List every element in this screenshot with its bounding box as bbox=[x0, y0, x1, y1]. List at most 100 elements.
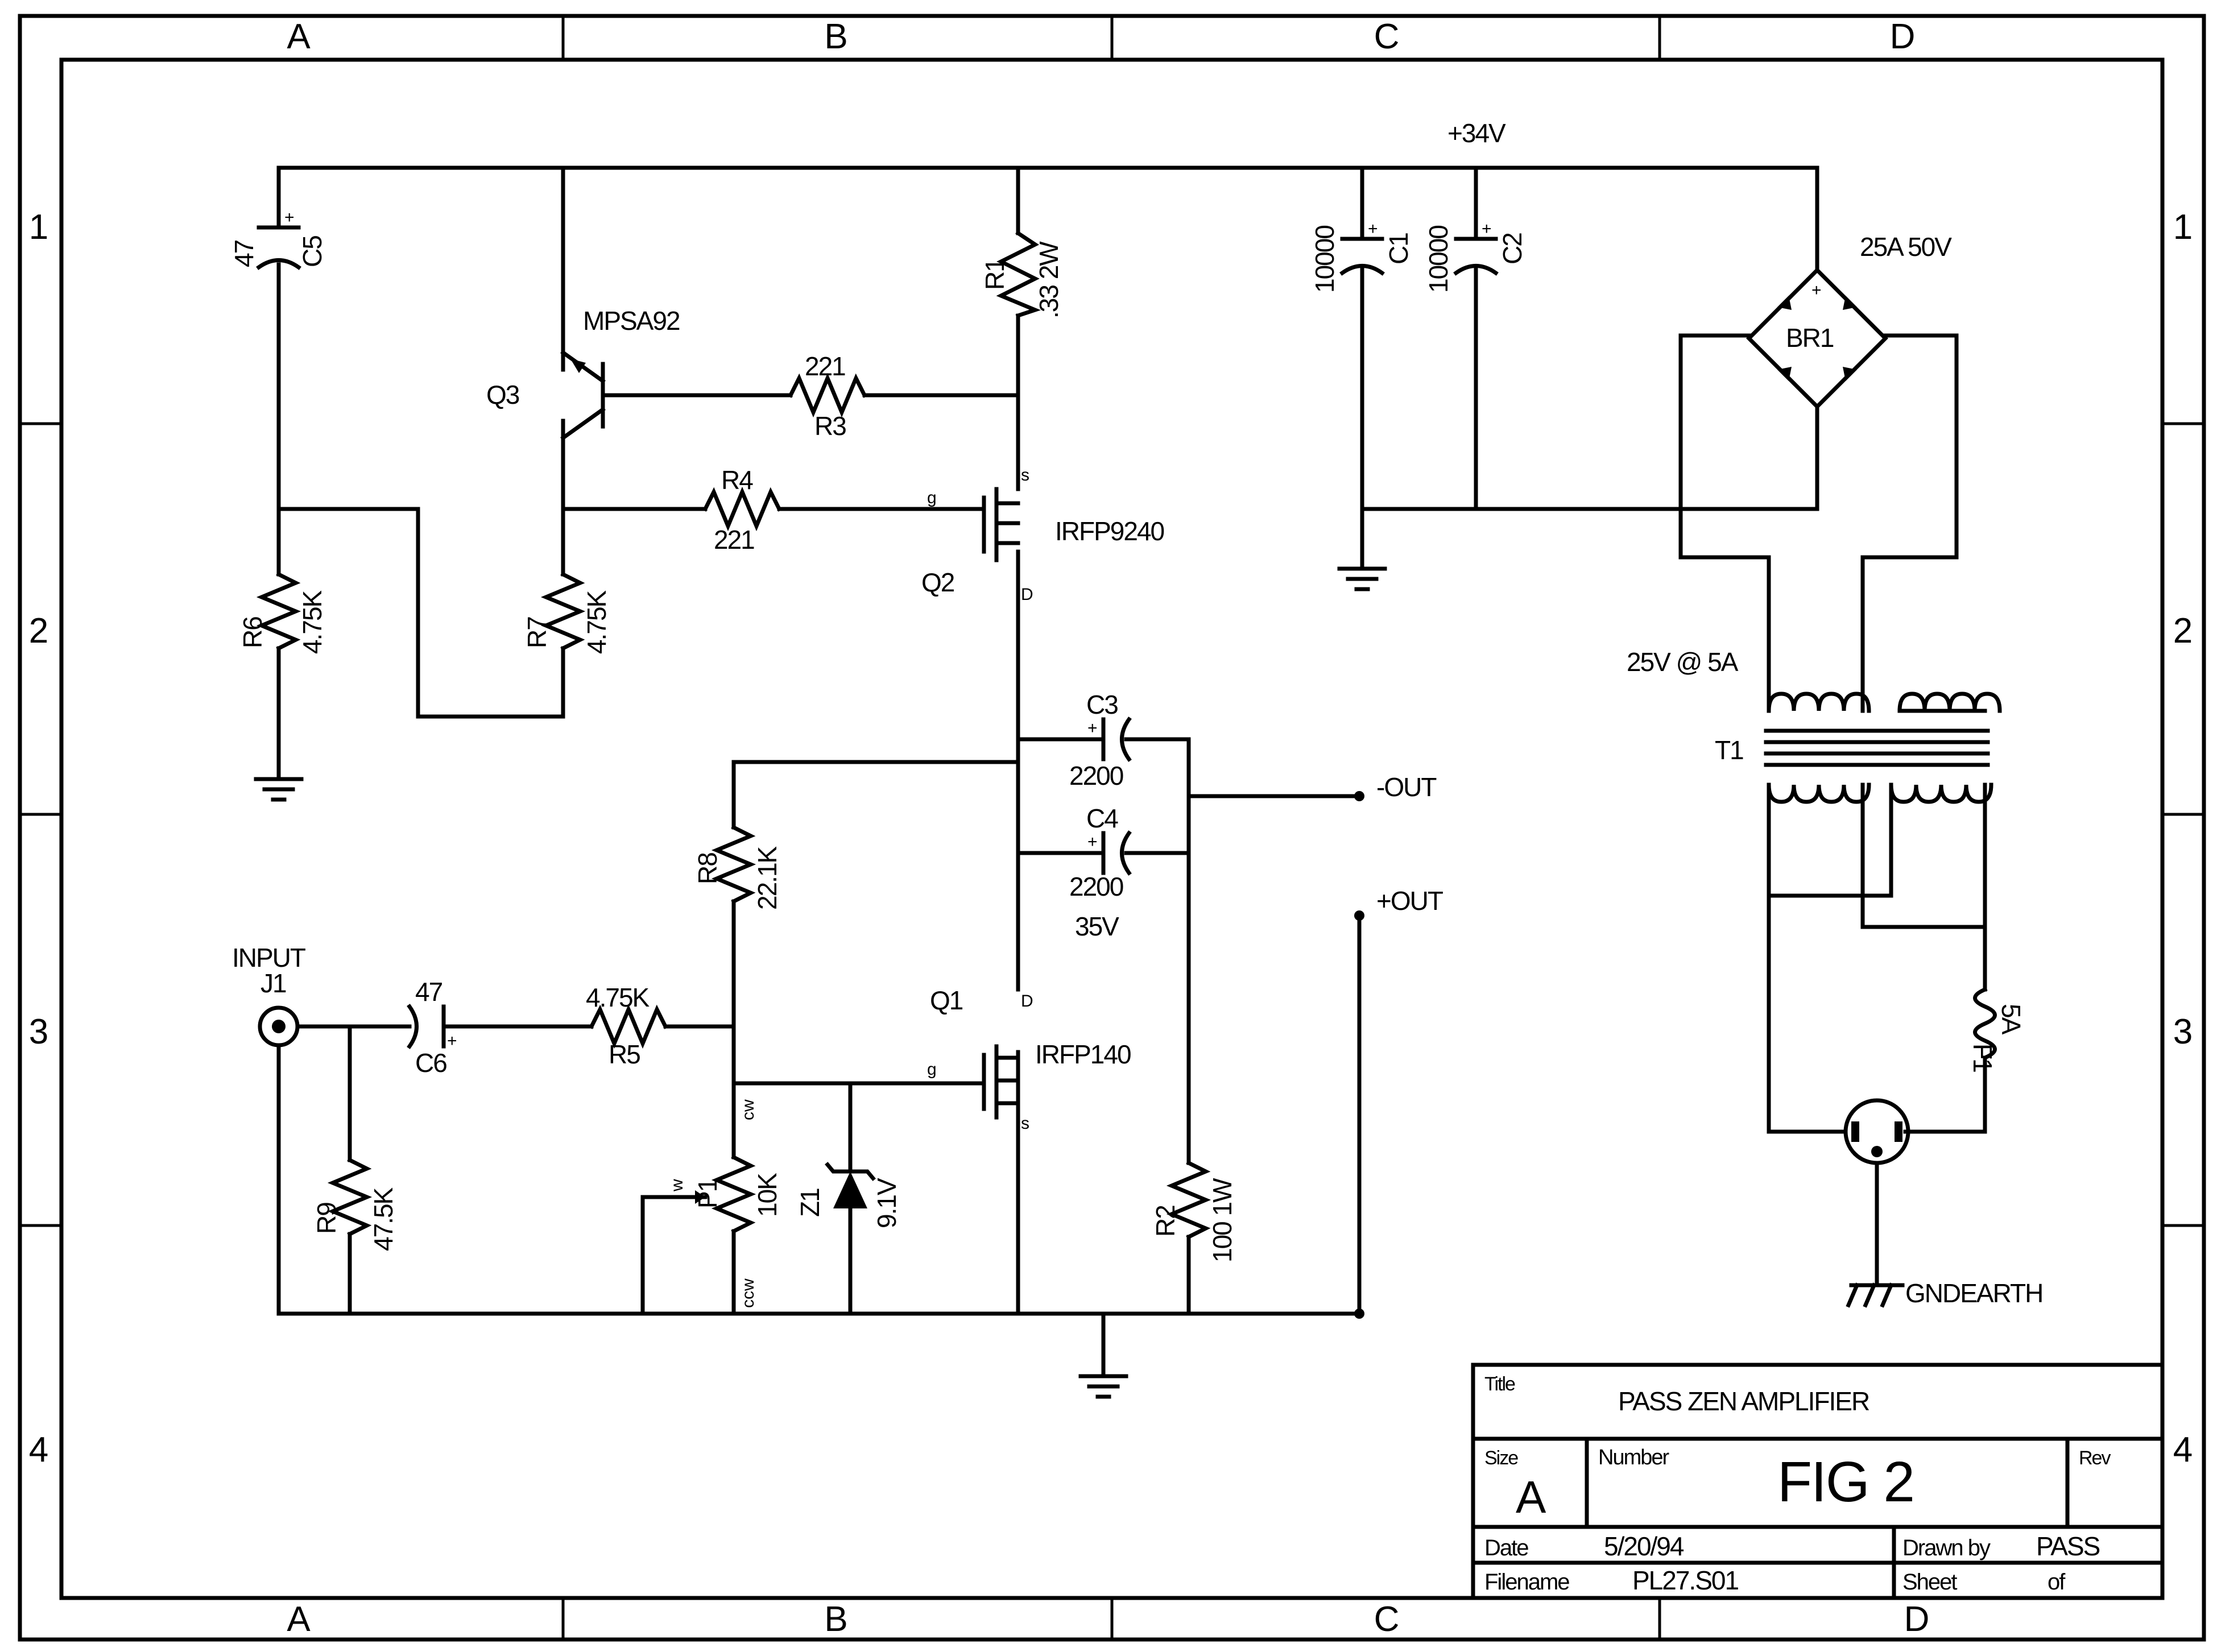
tb-number-label: Number bbox=[1598, 1446, 1669, 1469]
ground-symbols bbox=[254, 566, 1905, 1399]
input-label: INPUT bbox=[232, 943, 306, 972]
c6-value: 47 bbox=[415, 977, 442, 1007]
q3-part: MPSA92 bbox=[583, 306, 680, 336]
p1-wiper-arrow bbox=[695, 1190, 705, 1204]
row-label-left: 3 bbox=[29, 1012, 48, 1051]
c4-ref: C4 bbox=[1086, 804, 1118, 833]
row-label-left: 4 bbox=[29, 1430, 48, 1469]
p1-pin-cw: cw bbox=[739, 1099, 758, 1120]
p1-value: 10K bbox=[752, 1173, 782, 1217]
r1-ref: R1 bbox=[980, 259, 1010, 290]
r2-ref: R2 bbox=[1151, 1206, 1180, 1237]
br1-ref: BR1 bbox=[1786, 323, 1834, 353]
q3-ref: Q3 bbox=[486, 380, 519, 409]
svg-text:+: + bbox=[1087, 833, 1098, 851]
q2-part: IRFP9240 bbox=[1055, 516, 1164, 546]
r6-value: 4.75K bbox=[297, 590, 327, 654]
r4-value: 221 bbox=[714, 525, 754, 554]
col-label-top: C bbox=[1374, 17, 1400, 56]
terminals bbox=[258, 791, 1364, 1319]
cap-plus-marks: + + + + + + bbox=[284, 208, 1492, 1050]
r8-ref: R8 bbox=[693, 853, 722, 884]
r3-ref: R3 bbox=[814, 411, 846, 441]
t1-symbol bbox=[1764, 692, 2002, 804]
q3-emitter-arrow bbox=[570, 359, 586, 373]
r7-zigzag bbox=[540, 572, 586, 651]
q2-symbol bbox=[982, 487, 1020, 562]
title-block-text: Title PASS ZEN AMPLIFIER Size A Number F… bbox=[1484, 1373, 2112, 1595]
p1-zigzag bbox=[711, 1154, 756, 1234]
vplus-label: +34V bbox=[1447, 118, 1506, 148]
br1-diamond bbox=[1746, 267, 1888, 409]
br1-plus: + bbox=[1811, 281, 1822, 300]
q2-pin-d: D bbox=[1021, 585, 1033, 604]
br1-diodes bbox=[1777, 296, 1857, 381]
gndearth-label: GNDEARTH bbox=[1905, 1278, 2042, 1308]
t1-value: 25V @ 5A bbox=[1627, 647, 1739, 677]
tb-date-label: Date bbox=[1484, 1535, 1528, 1560]
tb-drawn: PASS bbox=[2036, 1531, 2100, 1561]
c6-ref: C6 bbox=[415, 1048, 446, 1078]
row-label-right: 2 bbox=[2173, 611, 2193, 651]
c4-value: 2200 bbox=[1069, 872, 1123, 901]
c1-ref: C1 bbox=[1384, 233, 1413, 264]
p1-ref: P1 bbox=[693, 1178, 722, 1208]
c3-ref: C3 bbox=[1086, 690, 1118, 719]
z1-body bbox=[833, 1171, 867, 1208]
t1-ref: T1 bbox=[1715, 735, 1743, 765]
col-label-top: B bbox=[824, 17, 847, 56]
tb-title-label: Title bbox=[1484, 1373, 1515, 1395]
r4-zigzag bbox=[702, 486, 782, 532]
r5-value: 4.75K bbox=[586, 983, 650, 1012]
c4-voltage: 35V bbox=[1075, 912, 1119, 941]
neg-out-label: -OUT bbox=[1376, 772, 1437, 802]
col-label-top: A bbox=[287, 17, 311, 56]
r7-value: 4.75K bbox=[582, 590, 611, 654]
row-label-right: 1 bbox=[2173, 208, 2193, 247]
tb-size: A bbox=[1516, 1472, 1546, 1522]
tb-filename-label: Filename bbox=[1484, 1570, 1569, 1595]
title-block bbox=[1471, 1363, 2165, 1600]
r1-zigzag bbox=[996, 230, 1041, 318]
row-label-right: 3 bbox=[2173, 1012, 2193, 1051]
q1-pin-d: D bbox=[1021, 992, 1033, 1011]
wires bbox=[276, 165, 1987, 1378]
q2-pin-s: s bbox=[1021, 466, 1029, 485]
r6-ref: R6 bbox=[238, 617, 267, 648]
q2-ref: Q2 bbox=[921, 568, 954, 597]
q1-part: IRFP140 bbox=[1035, 1040, 1131, 1069]
r9-zigzag bbox=[327, 1157, 373, 1237]
zone-ticks bbox=[20, 16, 2204, 1639]
tb-sheet-of: of bbox=[2048, 1570, 2066, 1595]
svg-text:+: + bbox=[1482, 220, 1492, 238]
tb-size-label: Size bbox=[1484, 1447, 1518, 1469]
q1-ref: Q1 bbox=[930, 986, 963, 1015]
r7-ref: R7 bbox=[522, 617, 552, 648]
r1-value: .33 2W bbox=[1034, 241, 1064, 318]
r9-value: 47.5K bbox=[369, 1187, 398, 1251]
f1-symbol bbox=[1973, 987, 1997, 1061]
q1-pin-g: g bbox=[927, 1060, 937, 1079]
r6-zigzag bbox=[256, 572, 301, 651]
pos-out-label: +OUT bbox=[1376, 886, 1443, 916]
col-label-bottom: D bbox=[1904, 1600, 1930, 1639]
svg-text:+: + bbox=[1368, 220, 1378, 238]
capacitors bbox=[256, 225, 1499, 1049]
row-label-right: 4 bbox=[2173, 1430, 2193, 1469]
r3-zigzag bbox=[788, 372, 867, 418]
svg-text:+: + bbox=[284, 208, 295, 227]
c5-ref: C5 bbox=[297, 236, 327, 267]
r2-value: 100 1W bbox=[1207, 1178, 1237, 1262]
z1-ref: Z1 bbox=[795, 1189, 825, 1217]
p1-pin-ccw: ccw bbox=[739, 1278, 758, 1308]
r8-zigzag bbox=[711, 825, 756, 904]
z1-value: 9.1V bbox=[872, 1178, 901, 1228]
svg-text:+: + bbox=[1087, 719, 1098, 738]
ac-plug bbox=[1843, 1098, 1910, 1165]
c3-value: 2200 bbox=[1069, 761, 1123, 790]
r3-value: 221 bbox=[805, 351, 845, 381]
svg-text:+: + bbox=[447, 1032, 457, 1050]
c2-ref: C2 bbox=[1498, 233, 1527, 264]
col-label-top: D bbox=[1890, 17, 1916, 56]
